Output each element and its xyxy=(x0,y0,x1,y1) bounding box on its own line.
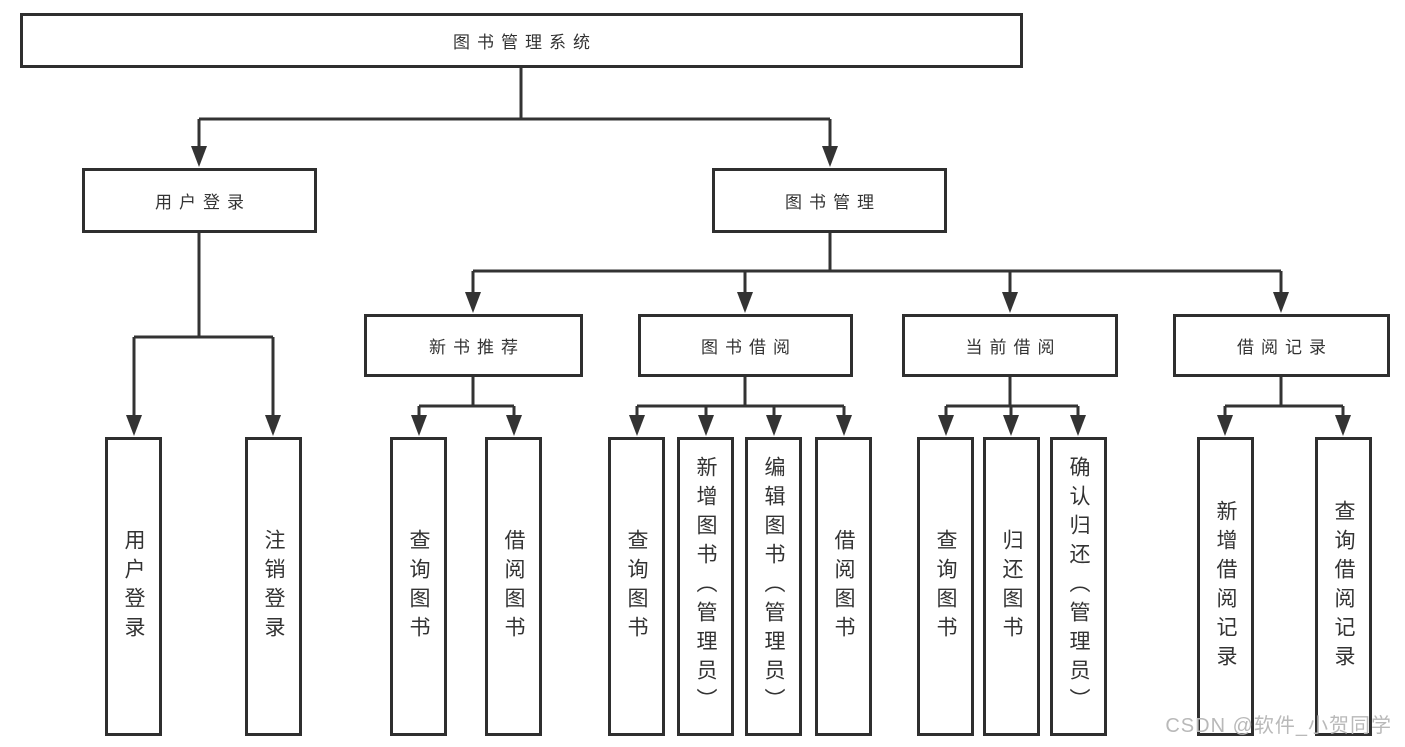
connector-new-book-recommend-to-leaves xyxy=(411,377,522,436)
arrowhead-icon xyxy=(737,292,753,313)
leaf-label: 归还图书 xyxy=(1000,528,1023,645)
node-borrow-records: 借阅记录 xyxy=(1173,314,1390,377)
leaf-label: 编辑图书（管理员） xyxy=(762,456,785,717)
connector-book-management-to-level3 xyxy=(465,233,1289,313)
connector-line xyxy=(1223,377,1345,419)
leaf-label: 查询借阅记录 xyxy=(1332,499,1355,674)
csdn-watermark: CSDN @软件_小贺同学 xyxy=(1165,715,1392,737)
connector-line xyxy=(635,377,846,419)
connector-line xyxy=(471,233,1283,296)
leaf-label: 借阅图书 xyxy=(502,528,525,645)
arrowhead-icon xyxy=(938,415,954,436)
arrowhead-icon xyxy=(1070,415,1086,436)
leaf-label: 注销登录 xyxy=(262,528,285,645)
arrowhead-icon xyxy=(629,415,645,436)
leaf-add-books-admin: 新增图书（管理员） xyxy=(677,437,734,736)
arrowhead-icon xyxy=(698,415,714,436)
leaf-borrow-books: 借阅图书 xyxy=(815,437,872,736)
leaf-edit-books-admin: 编辑图书（管理员） xyxy=(745,437,802,736)
arrowhead-icon xyxy=(1335,415,1351,436)
arrowhead-icon xyxy=(822,146,838,167)
arrowhead-icon xyxy=(836,415,852,436)
arrowhead-icon xyxy=(265,415,281,436)
node-book-management: 图书管理 xyxy=(712,168,947,233)
leaf-label: 查询图书 xyxy=(934,528,957,645)
connector-line xyxy=(197,68,832,150)
leaf-label: 确认归还（管理员） xyxy=(1067,456,1090,717)
connector-root-to-level2 xyxy=(191,68,838,167)
arrowhead-icon xyxy=(1217,415,1233,436)
node-new-book-recommend: 新书推荐 xyxy=(364,314,583,377)
connector-line xyxy=(944,377,1080,419)
node-user-login: 用户登录 xyxy=(82,168,317,233)
leaf-label: 新增借阅记录 xyxy=(1214,499,1237,674)
connector-user-login-to-leaves xyxy=(126,233,281,436)
arrowhead-icon xyxy=(1003,415,1019,436)
arrowhead-icon xyxy=(465,292,481,313)
connector-line xyxy=(132,233,275,419)
leaf-add-borrow-record: 新增借阅记录 xyxy=(1197,437,1254,736)
arrowhead-icon xyxy=(191,146,207,167)
connector-borrow-records-to-leaves xyxy=(1217,377,1351,436)
connector-line xyxy=(417,377,516,419)
node-book-borrow: 图书借阅 xyxy=(638,314,853,377)
arrowhead-icon xyxy=(411,415,427,436)
leaf-label: 借阅图书 xyxy=(832,528,855,645)
node-current-borrow: 当前借阅 xyxy=(902,314,1118,377)
leaf-query-books-recommend: 查询图书 xyxy=(390,437,447,736)
leaf-borrow-books-recommend: 借阅图书 xyxy=(485,437,542,736)
leaf-query-books-borrow: 查询图书 xyxy=(608,437,665,736)
leaf-confirm-return-admin: 确认归还（管理员） xyxy=(1050,437,1107,736)
node-root-library-system: 图书管理系统 xyxy=(20,13,1023,68)
leaf-query-books-current: 查询图书 xyxy=(917,437,974,736)
leaf-label: 查询图书 xyxy=(625,528,648,645)
arrowhead-icon xyxy=(506,415,522,436)
arrowhead-icon xyxy=(766,415,782,436)
leaf-user-login: 用户登录 xyxy=(105,437,162,736)
leaf-label: 用户登录 xyxy=(122,528,145,645)
leaf-label: 查询图书 xyxy=(407,528,430,645)
leaf-query-borrow-record: 查询借阅记录 xyxy=(1315,437,1372,736)
leaf-label: 新增图书（管理员） xyxy=(694,456,717,717)
connector-book-borrow-to-leaves xyxy=(629,377,852,436)
arrowhead-icon xyxy=(126,415,142,436)
leaf-logout: 注销登录 xyxy=(245,437,302,736)
arrowhead-icon xyxy=(1273,292,1289,313)
connector-current-borrow-to-leaves xyxy=(938,377,1086,436)
arrowhead-icon xyxy=(1002,292,1018,313)
leaf-return-books: 归还图书 xyxy=(983,437,1040,736)
